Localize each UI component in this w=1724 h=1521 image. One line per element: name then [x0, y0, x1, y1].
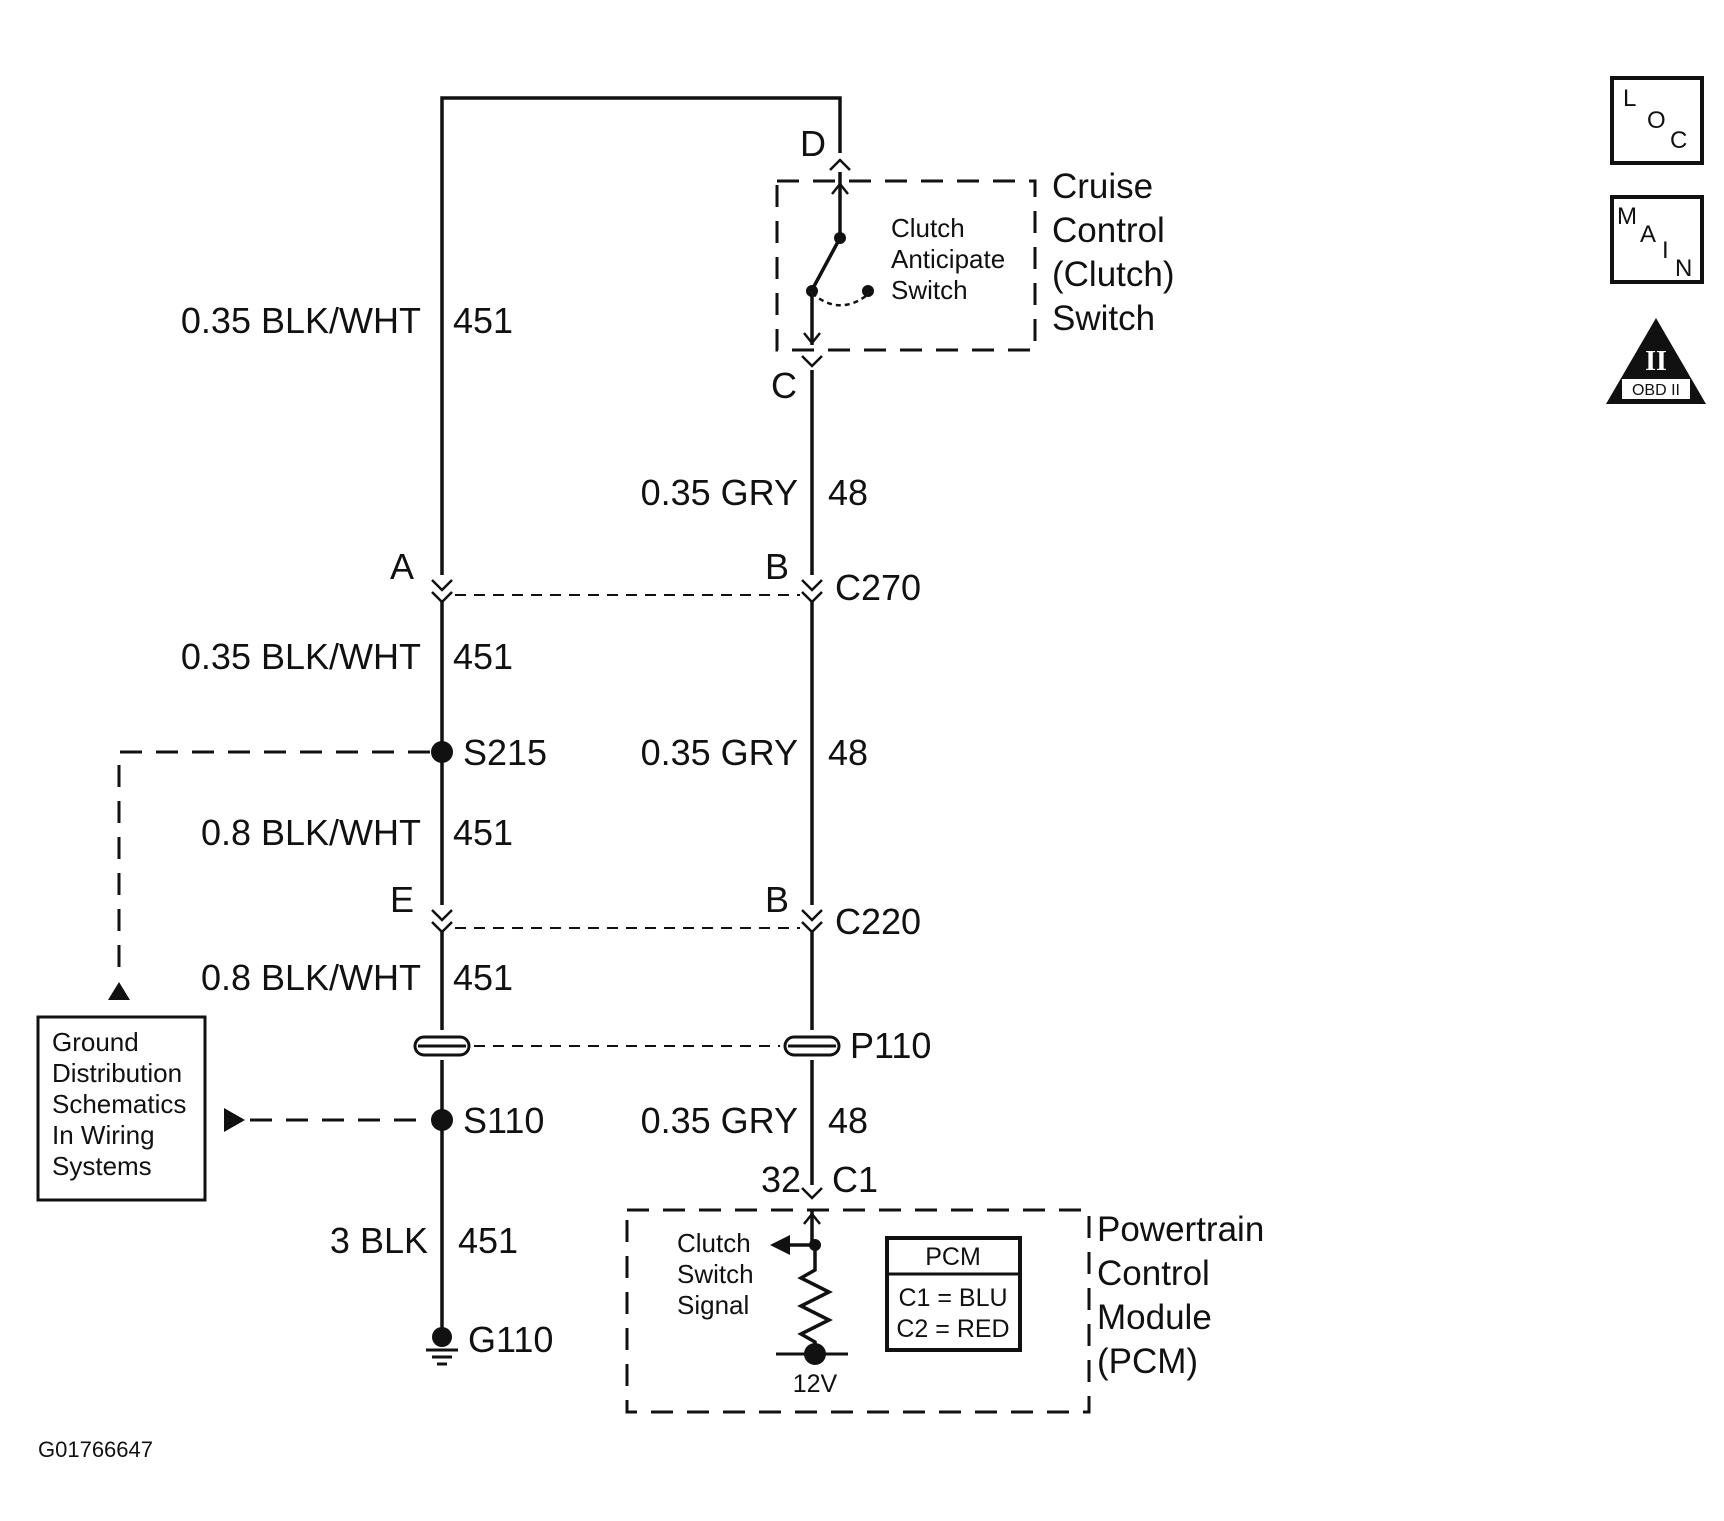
- switch-title-3: (Clutch): [1052, 255, 1175, 294]
- wire-label-451-mid: 0.35 BLK/WHT: [181, 636, 421, 677]
- wire-label-3blk: 3 BLK: [330, 1220, 428, 1261]
- s215-reference-line: [117, 750, 430, 975]
- reference-arrow-up-icon: [108, 982, 130, 1000]
- pcm-legend-title: PCM: [925, 1243, 981, 1271]
- connector-c220-label: C220: [835, 901, 921, 942]
- ref-box-line-3: Schematics: [52, 1089, 186, 1119]
- ref-box-line-2: Distribution: [52, 1058, 182, 1088]
- circuit-label-451-08b: 451: [453, 957, 513, 998]
- wire-label-451-08a: 0.8 BLK/WHT: [201, 812, 421, 853]
- ref-box-line-4: In Wiring: [52, 1120, 155, 1150]
- pin-e-label: E: [390, 879, 414, 920]
- pcm-component: 12V Clutch Switch Signal PCM C1 = BLU C2…: [625, 1208, 1264, 1414]
- pcm-signal-label-1: Clutch: [677, 1228, 751, 1258]
- switch-inner-label-3: Switch: [891, 275, 968, 305]
- main-icon[interactable]: M A I N: [1610, 195, 1704, 284]
- svg-text:A: A: [1640, 221, 1656, 248]
- wire-label-48-low: 0.35 GRY: [641, 1100, 798, 1141]
- pin-b-c270-label: B: [765, 546, 789, 587]
- pcm-signal-label-3: Signal: [677, 1290, 749, 1320]
- resistor-icon: [797, 1245, 833, 1354]
- pin-32-label: 32: [761, 1159, 801, 1200]
- circuit-label-451-mid: 451: [453, 636, 513, 677]
- pcm-title-3: Module: [1097, 1298, 1212, 1337]
- switch-title-1: Cruise: [1052, 167, 1153, 206]
- wire-label-48-mid: 0.35 GRY: [641, 732, 798, 773]
- pcm-signal-label-2: Switch: [677, 1259, 754, 1289]
- ref-box-line-5: Systems: [52, 1151, 152, 1181]
- pin-a-label: A: [390, 546, 414, 587]
- splice-s110: S110: [431, 1100, 544, 1141]
- pcm-title-4: (PCM): [1097, 1342, 1198, 1381]
- pcm-legend-c2: C2 = RED: [896, 1315, 1009, 1343]
- ground-g110: G110: [426, 1319, 553, 1366]
- pcm-connector-legend: PCM C1 = BLU C2 = RED: [885, 1236, 1022, 1352]
- signal-arrow-icon: [770, 1235, 790, 1255]
- circuit-label-48-low: 48: [828, 1100, 868, 1141]
- splice-s110-label: S110: [463, 1100, 544, 1141]
- connector-c-icon: [801, 355, 823, 368]
- connector-d-icon: [829, 158, 851, 171]
- svg-text:M: M: [1617, 203, 1637, 230]
- obd-ii-icon[interactable]: II OBD II: [1606, 318, 1706, 404]
- svg-text:L: L: [1623, 85, 1636, 112]
- wire-451-path: [440, 96, 842, 1330]
- pin-c-label: C: [771, 365, 797, 406]
- splice-s215: S215: [431, 732, 547, 773]
- wire-label-451-08b: 0.8 BLK/WHT: [201, 957, 421, 998]
- connector-c1-label: C1: [832, 1159, 878, 1200]
- ground-g110-label: G110: [468, 1319, 553, 1360]
- clutch-switch-component: D C Clutch Anticipate Switch Cruise Cont…: [771, 123, 1175, 406]
- svg-text:I: I: [1662, 237, 1669, 264]
- switch-inner-label-1: Clutch: [891, 213, 965, 243]
- svg-text:OBD II: OBD II: [1632, 382, 1680, 399]
- switch-title-2: Control: [1052, 211, 1165, 250]
- ref-box-line-1: Ground: [52, 1027, 139, 1057]
- connector-c1-icon: [801, 1187, 823, 1200]
- connector-c270: A B C270: [390, 546, 921, 608]
- wire-label-451-top: 0.35 BLK/WHT: [181, 300, 421, 341]
- circuit-label-451-08a: 451: [453, 812, 513, 853]
- svg-text:N: N: [1675, 255, 1692, 282]
- pin-b-c220-label: B: [765, 879, 789, 920]
- svg-text:II: II: [1645, 346, 1667, 377]
- pcm-voltage-label: 12V: [793, 1370, 838, 1398]
- switch-inner-label-2: Anticipate: [891, 244, 1005, 274]
- passthrough-p110-label: P110: [850, 1025, 931, 1066]
- connector-c270-label: C270: [835, 567, 921, 608]
- figure-id: G01766647: [38, 1437, 153, 1462]
- circuit-label-451-low: 451: [458, 1220, 518, 1261]
- ground-distribution-reference-box[interactable]: Ground Distribution Schematics In Wiring…: [36, 1015, 207, 1202]
- passthrough-p110: P110: [413, 1025, 931, 1066]
- pcm-title-2: Control: [1097, 1254, 1210, 1293]
- pin-d-label: D: [800, 123, 826, 164]
- splice-s215-label: S215: [463, 732, 547, 773]
- svg-text:C: C: [1670, 127, 1687, 154]
- wire-label-48-top: 0.35 GRY: [641, 472, 798, 513]
- circuit-label-48-top: 48: [828, 472, 868, 513]
- connector-c220: E B C220: [390, 879, 921, 942]
- circuit-label-451-top: 451: [453, 300, 513, 341]
- svg-text:O: O: [1647, 107, 1666, 134]
- reference-arrow-right-icon: [224, 1108, 245, 1132]
- loc-icon[interactable]: L O C: [1610, 76, 1704, 165]
- circuit-label-48-mid: 48: [828, 732, 868, 773]
- switch-title-4: Switch: [1052, 299, 1155, 338]
- pcm-legend-c1: C1 = BLU: [898, 1284, 1007, 1312]
- pcm-title-1: Powertrain: [1097, 1210, 1264, 1249]
